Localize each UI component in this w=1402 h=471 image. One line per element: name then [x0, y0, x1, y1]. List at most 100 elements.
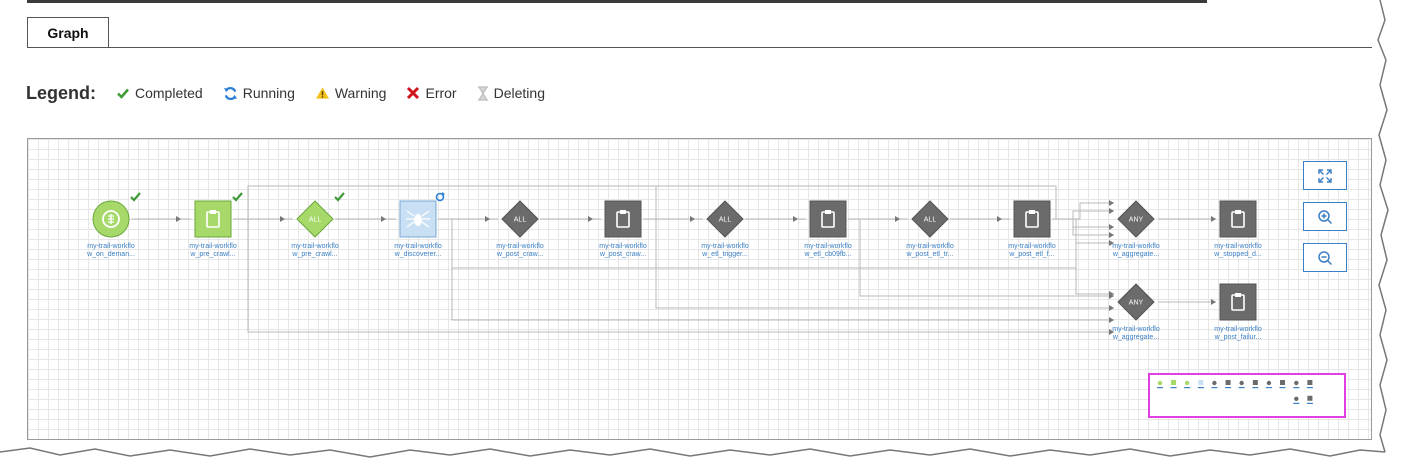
minimap-label [1306, 402, 1313, 404]
minimap-label [1279, 387, 1286, 389]
node-label-line: my-trail-workflo [394, 243, 442, 250]
node-label-line: w_discoverer... [394, 251, 442, 258]
edge-arrowhead [1109, 224, 1114, 230]
node-label-line: w_post_craw... [599, 251, 647, 258]
node-label-line: w_aggregate... [1112, 251, 1160, 258]
workflow-node-job[interactable] [604, 200, 642, 238]
workflow-node-job[interactable] [1219, 283, 1257, 321]
node-label-line: my-trail-workflo [496, 243, 544, 250]
workflow-node-job[interactable] [194, 200, 232, 238]
node-label-line: w_post_failur... [1214, 334, 1262, 341]
top-border [27, 0, 1207, 3]
minimap-node [1198, 380, 1204, 385]
minimap-node [1307, 380, 1313, 385]
legend-item-completed: Completed [116, 85, 203, 101]
legend-label: Error [425, 85, 457, 101]
workflow-node-condition[interactable] [706, 200, 744, 238]
minimap-label [1225, 387, 1232, 389]
clipboard-icon [1231, 210, 1245, 228]
workflow-node-trigger[interactable] [92, 200, 130, 238]
minimap-node [1294, 396, 1299, 401]
edge-arrowhead [381, 216, 386, 222]
tab-graph[interactable]: Graph [27, 17, 109, 48]
minimap-node [1212, 380, 1217, 386]
zoom-in-button[interactable] [1303, 202, 1347, 231]
minimap-label [1184, 387, 1191, 389]
spider-icon [406, 210, 430, 228]
edge-arrowhead [1109, 240, 1114, 246]
minimap-label [1170, 387, 1177, 389]
node-label-line: my-trail-workflo [87, 243, 135, 250]
warning-icon [315, 87, 329, 99]
trigger-icon [102, 210, 120, 228]
edge-arrowhead [485, 216, 490, 222]
node-label-line: my-trail-workflo [1008, 243, 1056, 250]
node-label-line: w_post_etl_f... [1009, 251, 1055, 258]
graph-edge [247, 185, 1057, 219]
node-label-line: my-trail-workflo [804, 243, 852, 250]
minimap-node [1307, 395, 1313, 401]
edge-arrowhead [895, 216, 900, 222]
node-label-line: w_pre_crawl... [190, 251, 236, 258]
zoom-out-button[interactable] [1303, 243, 1347, 272]
node-label-line: w_etl_trigger... [702, 251, 748, 258]
legend-label: Running [242, 85, 295, 101]
workflow-node-job[interactable] [1013, 200, 1051, 238]
graph-edge [1072, 227, 1114, 236]
workflow-node-job[interactable] [1219, 200, 1257, 238]
condition-text: ALL [719, 217, 732, 224]
workflow-node-condition[interactable] [1117, 283, 1155, 321]
graph-edge [1075, 242, 1114, 268]
legend-item-warning: Warning [315, 85, 386, 101]
graph-edge [247, 219, 1114, 333]
legend-item-deleting: Deleting [477, 85, 545, 101]
edge-arrowhead [690, 216, 695, 222]
check-icon [334, 192, 345, 202]
edge-arrowhead [793, 216, 798, 222]
minimap-label [1157, 387, 1163, 389]
hourglass-icon [477, 85, 488, 101]
condition-text: ALL [514, 217, 527, 224]
edge-arrowhead [176, 216, 181, 222]
node-label-line: w_post_etl_tr... [906, 251, 954, 258]
node-label-line: my-trail-workflo [1214, 243, 1262, 250]
workflow-node-condition[interactable] [1117, 200, 1155, 238]
check-icon [130, 192, 141, 202]
workflow-node-condition[interactable] [296, 200, 334, 238]
minimap-node [1171, 380, 1177, 385]
node-label-line: w_pre_crawl... [292, 251, 338, 258]
zoom-out-icon [1318, 250, 1333, 265]
fit-to-screen-button[interactable] [1303, 161, 1347, 190]
workflow-node-condition[interactable] [911, 200, 949, 238]
node-label-line: w_aggregate... [1112, 334, 1160, 341]
condition-text: ALL [924, 217, 937, 224]
workflow-node-condition[interactable] [501, 200, 539, 238]
clipboard-icon [1025, 210, 1039, 228]
minimap-label [1293, 402, 1300, 404]
edge-arrowhead [1109, 329, 1114, 335]
refresh-icon [223, 86, 237, 100]
workflow-node-job[interactable] [809, 200, 847, 238]
node-label-line: my-trail-workflo [701, 243, 749, 250]
workflow-page: Graph Legend: Completed Running Warning … [26, 0, 1372, 440]
graph-edge [655, 219, 1114, 309]
graph-minimap[interactable] [1148, 373, 1346, 418]
graph-edge [451, 219, 1076, 269]
